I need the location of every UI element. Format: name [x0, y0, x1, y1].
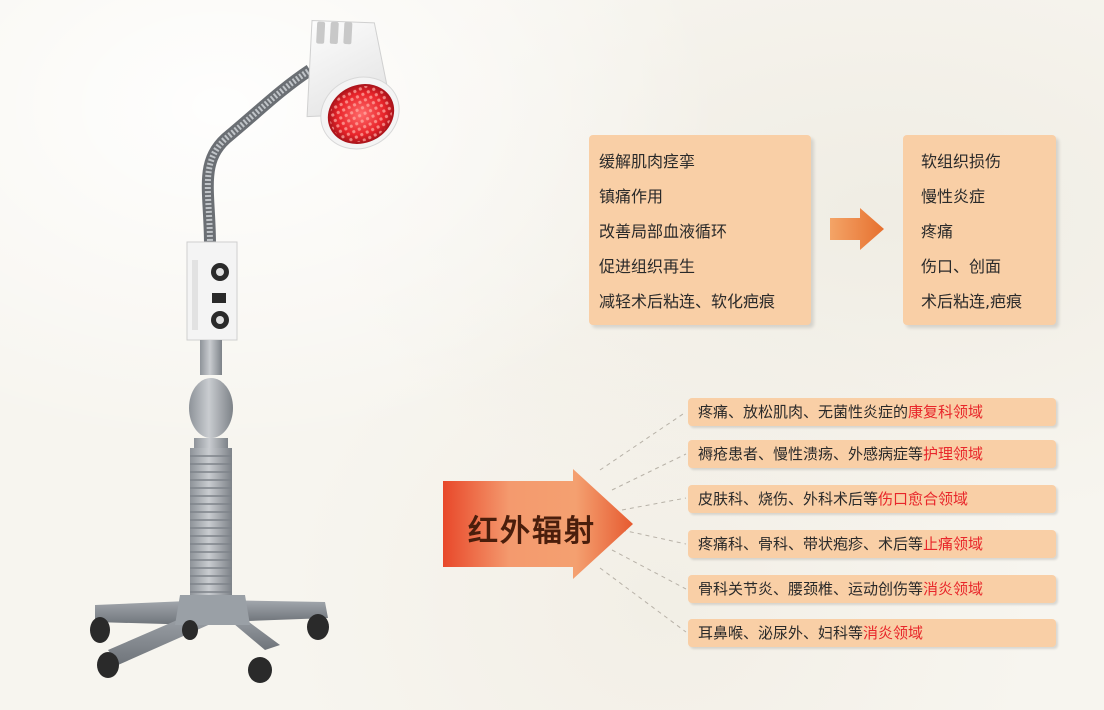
field-highlight: 消炎领域 — [863, 624, 924, 642]
infrared-lamp-image — [90, 19, 400, 683]
indications-box: 软组织损伤 慢性炎症 疼痛 伤口、创面 术后粘连,疤痕 — [903, 135, 1056, 325]
field-text: 褥疮患者、慢性溃疡、外感病症等 — [698, 445, 924, 463]
field-text: 骨科关节炎、腰颈椎、运动创伤等 — [698, 580, 924, 598]
field-highlight: 护理领域 — [923, 445, 984, 463]
field-text: 皮肤科、烧伤、外科术后等 — [698, 490, 879, 508]
field-text: 耳鼻喉、泌尿外、妇科等 — [698, 624, 864, 642]
radiation-arrow-icon — [443, 469, 633, 579]
field-item: 褥疮患者、慢性溃疡、外感病症等护理领域 — [688, 440, 1056, 468]
field-item: 疼痛、放松肌肉、无菌性炎症的康复科领域 — [688, 398, 1056, 426]
indication-item: 慢性炎症 — [921, 187, 986, 206]
effect-item: 改善局部血液循环 — [599, 222, 728, 241]
effect-item: 减轻术后粘连、软化疤痕 — [599, 292, 776, 311]
indication-item: 疼痛 — [921, 222, 954, 241]
field-item: 皮肤科、烧伤、外科术后等伤口愈合领域 — [688, 485, 1056, 513]
field-highlight: 止痛领域 — [923, 535, 984, 553]
field-item: 耳鼻喉、泌尿外、妇科等消炎领域 — [688, 619, 1056, 647]
field-item: 疼痛科、骨科、带状疱疹、术后等止痛领域 — [688, 530, 1056, 558]
effects-box: 缓解肌肉痉挛 镇痛作用 改善局部血液循环 促进组织再生 减轻术后粘连、软化疤痕 — [589, 135, 811, 325]
field-highlight: 康复科领域 — [908, 403, 984, 421]
field-highlight: 伤口愈合领域 — [878, 490, 969, 508]
indication-item: 软组织损伤 — [921, 152, 1002, 171]
effect-item: 促进组织再生 — [599, 257, 696, 276]
field-highlight: 消炎领域 — [923, 580, 984, 598]
field-text: 疼痛、放松肌肉、无菌性炎症的 — [698, 403, 909, 421]
radiation-label: 红外辐射 — [468, 514, 596, 549]
field-item: 骨科关节炎、腰颈椎、运动创伤等消炎领域 — [688, 575, 1056, 603]
effect-item: 缓解肌肉痉挛 — [599, 152, 696, 171]
indication-item: 术后粘连,疤痕 — [921, 292, 1023, 311]
field-text: 疼痛科、骨科、带状疱疹、术后等 — [698, 535, 924, 553]
arrow-right-icon — [830, 208, 884, 250]
effect-item: 镇痛作用 — [599, 187, 664, 206]
indication-item: 伤口、创面 — [921, 257, 1002, 276]
